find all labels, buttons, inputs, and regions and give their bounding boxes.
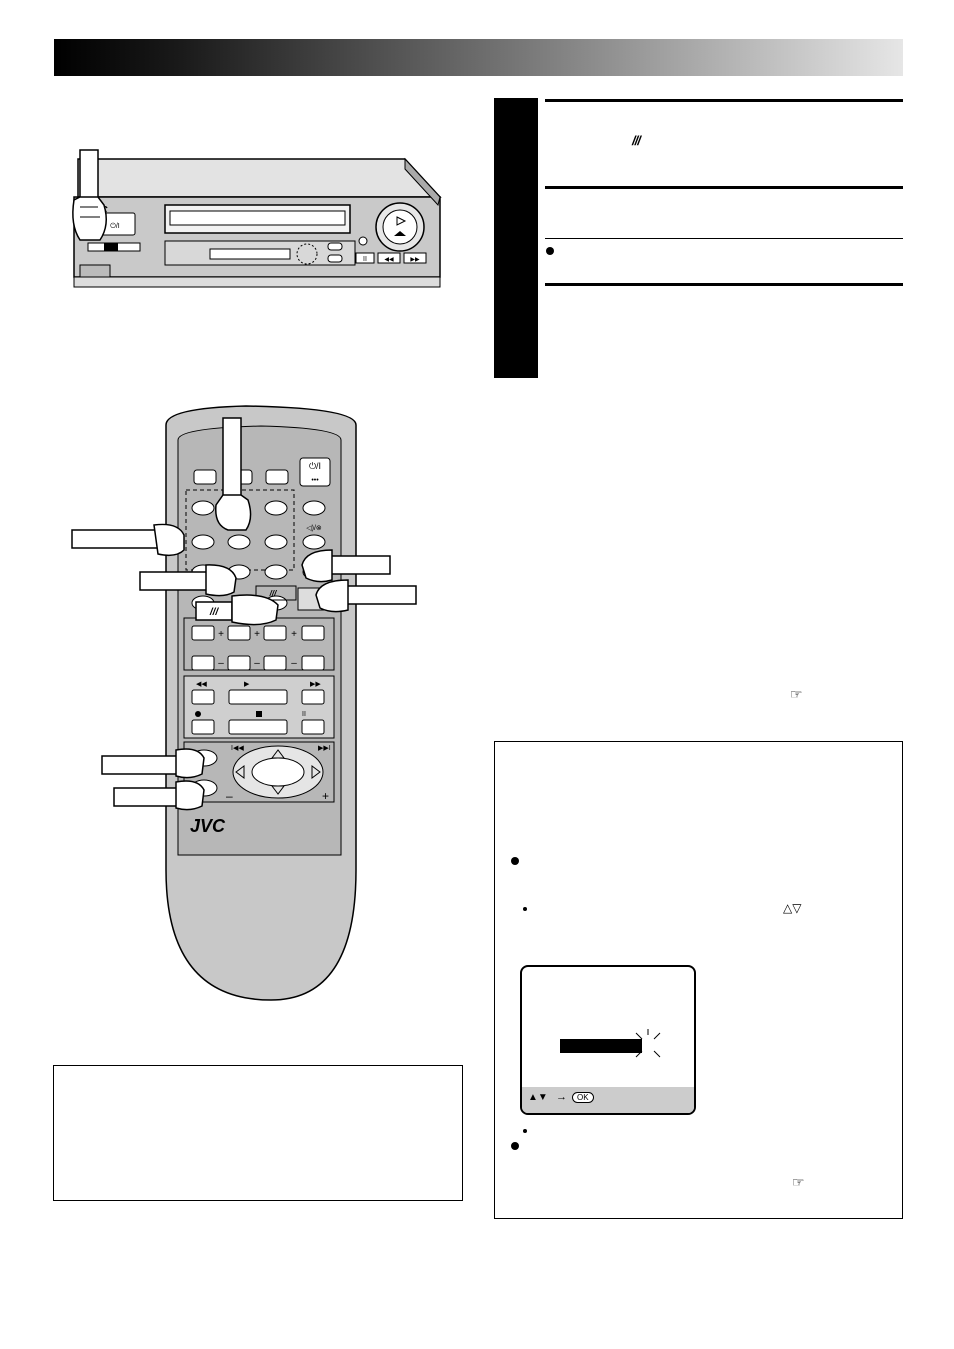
hand-pointer-left-4 bbox=[113, 780, 205, 811]
reference-pointer-icon-2: ☞ bbox=[792, 1174, 805, 1190]
vcr-power-label: ⏻/I bbox=[110, 222, 119, 230]
remote-power-button bbox=[299, 457, 331, 487]
hand-pointer-number-key bbox=[215, 417, 252, 531]
header-gradient-bar bbox=[54, 39, 903, 76]
note-subbullet-1 bbox=[523, 907, 527, 911]
svg-text:///: /// bbox=[269, 589, 277, 598]
step-rule-1 bbox=[545, 99, 903, 102]
note-box-right: △▽ ▲▼ → OK ☞ bbox=[494, 741, 903, 1219]
hand-pointer-left-1 bbox=[71, 523, 185, 557]
osd-highlight-bar bbox=[560, 1039, 642, 1053]
vcr-pause-button bbox=[355, 252, 375, 264]
hand-pointer-right-1 bbox=[301, 549, 391, 583]
note-bullet-1 bbox=[511, 857, 519, 865]
vcr-rewind-button bbox=[377, 252, 401, 264]
remote-plus-label: + bbox=[322, 789, 329, 803]
svg-text:II: II bbox=[302, 711, 306, 718]
svg-text:I◀◀: I◀◀ bbox=[231, 745, 244, 752]
note-subbullet-2 bbox=[523, 1129, 527, 1133]
remote-power-label: ⏻/I bbox=[309, 461, 321, 471]
svg-text:–: – bbox=[218, 658, 224, 669]
note-bullet-2 bbox=[511, 1142, 519, 1150]
vcr-illustration: II ◀◀ ▶▶ JVC ⏻/I bbox=[72, 149, 442, 288]
remote-minus-label: – bbox=[226, 789, 233, 803]
hand-pointer-skip: /// bbox=[195, 594, 279, 626]
svg-text:•••: ••• bbox=[311, 477, 319, 484]
osd-blink-marks bbox=[635, 1029, 661, 1058]
section-tab bbox=[494, 98, 538, 378]
osd-nav-arrows: ▲▼ bbox=[528, 1092, 548, 1103]
bullet-point bbox=[546, 247, 554, 255]
note-box-left bbox=[53, 1065, 463, 1201]
hand-pointer-right-2 bbox=[315, 579, 417, 613]
vcr-top-surface bbox=[77, 158, 442, 198]
svg-text:◁)/⊗: ◁)/⊗ bbox=[306, 525, 322, 532]
remote-control-illustration: ⏻/I ••• ◁)/⊗ /// + + + – – – ◀◀ ▶ ▶▶ II … bbox=[71, 405, 417, 1001]
svg-text:+: + bbox=[254, 629, 260, 640]
svg-text:–: – bbox=[254, 658, 260, 669]
remote-brand-logo: JVC bbox=[190, 816, 226, 836]
svg-text:+: + bbox=[291, 629, 297, 640]
osd-nav-arrow-to: → bbox=[556, 1091, 567, 1103]
arrows-up-down-outline-icon: △▽ bbox=[783, 901, 802, 915]
hand-pointer-vcr bbox=[72, 149, 107, 241]
svg-text:▶▶I: ▶▶I bbox=[318, 745, 331, 752]
hand-pointer-left-3 bbox=[101, 748, 205, 779]
skip-search-icon: /// bbox=[632, 133, 641, 148]
hand-pointer-left-2 bbox=[139, 564, 237, 597]
svg-text:///: /// bbox=[209, 607, 220, 618]
svg-text:+: + bbox=[218, 629, 224, 640]
svg-text:◀◀: ◀◀ bbox=[196, 681, 207, 688]
svg-text:II: II bbox=[363, 256, 367, 263]
step-rule-3 bbox=[545, 283, 903, 286]
svg-text:▶▶: ▶▶ bbox=[410, 257, 420, 263]
osd-ok-icon: OK bbox=[572, 1092, 594, 1103]
osd-nav-hint-bar: ▲▼ → OK bbox=[522, 1087, 694, 1113]
reference-pointer-icon: ☞ bbox=[790, 686, 803, 702]
osd-screen: ▲▼ → OK bbox=[520, 965, 696, 1115]
svg-text:▶: ▶ bbox=[244, 681, 250, 688]
svg-text:–: – bbox=[291, 658, 297, 669]
svg-text:▶▶: ▶▶ bbox=[310, 681, 321, 688]
vcr-ff-button bbox=[403, 252, 427, 264]
svg-text:◀◀: ◀◀ bbox=[384, 257, 394, 263]
step-rule-2b bbox=[545, 238, 903, 239]
step-rule-2 bbox=[545, 186, 903, 189]
